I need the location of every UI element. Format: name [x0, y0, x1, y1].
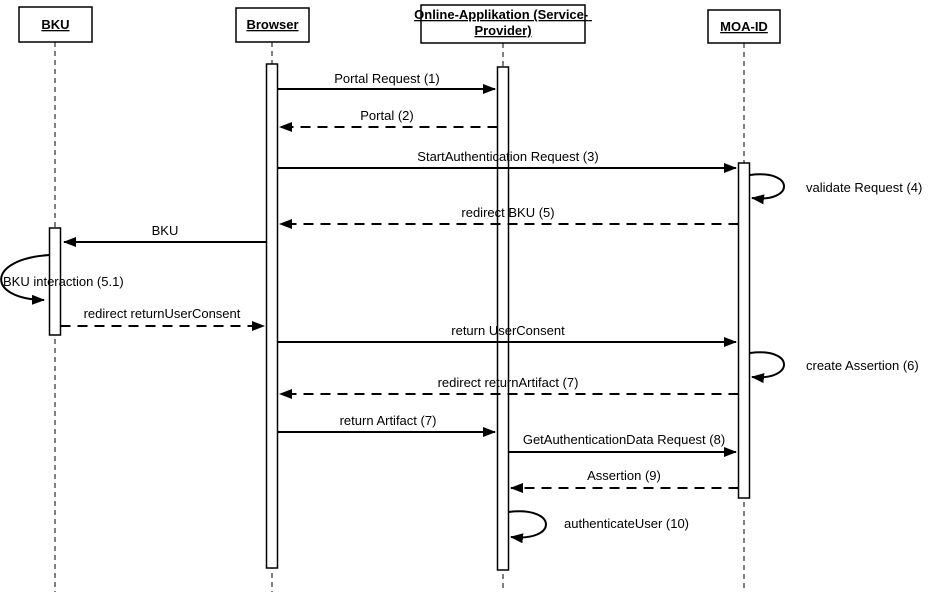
actor-label-online-app-line1: Online-Applikation (Service-: [414, 7, 588, 22]
message-label-redirect-bku: redirect BKU (5): [461, 205, 554, 220]
message-label-redirect-return-user-consent: redirect returnUserConsent: [84, 306, 241, 321]
actor-label-online-app-line2: Provider): [474, 23, 531, 38]
message-label-start-authentication: StartAuthentication Request (3): [417, 149, 598, 164]
message-arrow-authenticate-user: [508, 510, 547, 544]
message-label-validate-request: validate Request (4): [806, 180, 922, 195]
actor-box-online-app: [420, 4, 586, 44]
message-label-create-assertion: create Assertion (6): [806, 358, 919, 373]
message-label-portal: Portal (2): [360, 108, 413, 123]
actor-label-browser: Browser: [246, 17, 298, 32]
message-label-authenticate-user: authenticateUser (10): [564, 516, 689, 531]
message-label-assertion: Assertion (9): [587, 468, 661, 483]
message-arrow-validate-request: [749, 173, 785, 205]
activation-bku: [48, 227, 62, 336]
message-label-return-artifact: return Artifact (7): [340, 413, 437, 428]
actor-box-moa-id: [707, 9, 781, 44]
activation-moa-id: [737, 162, 751, 499]
actor-label-bku: BKU: [41, 17, 69, 32]
message-label-get-authentication-data: GetAuthenticationData Request (8): [523, 432, 725, 447]
activation-browser: [265, 63, 279, 569]
activation-online-app: [496, 66, 510, 571]
actor-label-moa-id: MOA-ID: [720, 19, 768, 34]
message-label-portal-request: Portal Request (1): [334, 71, 440, 86]
message-arrow-bku-interaction: [0, 254, 50, 305]
message-label-bku: BKU: [152, 223, 179, 238]
message-label-return-user-consent: return UserConsent: [451, 323, 565, 338]
actor-label-online-app: Online-Applikation (Service- Provider): [414, 7, 592, 38]
message-label-redirect-return-artifact: redirect returnArtifact (7): [438, 375, 579, 390]
message-label-bku-interaction: BKU interaction (5.1): [3, 274, 124, 289]
message-arrow-create-assertion: [749, 351, 785, 384]
actor-box-bku: [18, 6, 93, 43]
actor-box-browser: [235, 7, 310, 43]
